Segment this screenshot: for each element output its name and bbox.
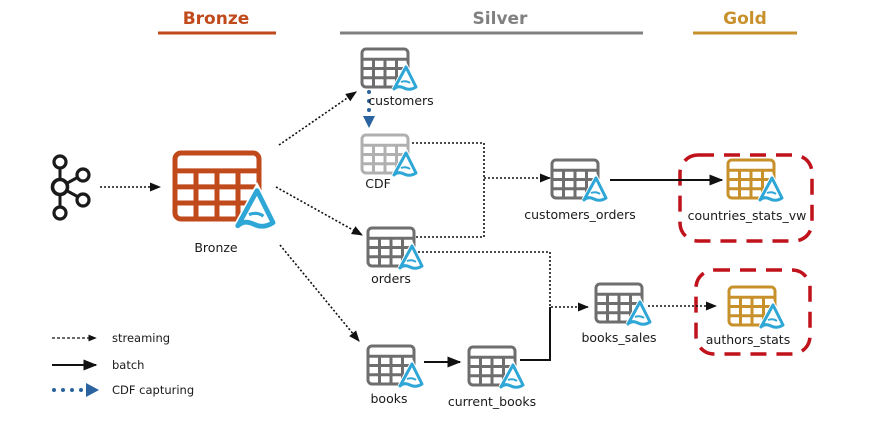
node-label: CDF	[365, 176, 391, 191]
legend: streaming batch CDF capturing	[52, 331, 194, 397]
edge-bronze-books	[279, 244, 360, 342]
edge-bronze-customers	[278, 91, 357, 146]
node-cdf[interactable]: CDF	[360, 133, 420, 191]
table-icon	[360, 47, 410, 89]
node-customers-orders[interactable]: customers_orders	[524, 158, 636, 222]
legend-item-cdf: CDF capturing	[52, 383, 194, 397]
node-current-books[interactable]: current_books	[448, 345, 536, 409]
node-countries-stats-vw[interactable]: countries_stats_vw	[688, 158, 807, 223]
table-icon	[594, 282, 644, 324]
node-label: books	[371, 391, 408, 406]
node-label: Bronze	[194, 240, 238, 255]
legend-label-streaming: streaming	[112, 331, 170, 345]
highlight-box-countries-stats	[678, 153, 814, 243]
edge-bronze-orders	[275, 186, 363, 236]
node-orders[interactable]: orders	[366, 226, 426, 286]
delta-lake-icon	[758, 299, 787, 330]
delta-lake-icon	[391, 61, 420, 92]
edge-cdf-customers-orders	[412, 142, 485, 178]
node-books-sales[interactable]: books_sales	[581, 282, 657, 345]
node-authors-stats[interactable]: authors_stats	[706, 285, 790, 347]
legend-item-batch: batch	[52, 358, 144, 372]
table-icon	[172, 150, 262, 222]
layer-title-silver: Silver	[473, 9, 529, 29]
delta-lake-icon	[391, 147, 420, 178]
table-icon	[366, 344, 416, 386]
node-label: authors_stats	[706, 332, 790, 347]
node-bronze[interactable]: Bronze	[172, 150, 279, 255]
legend-swatch-cdf	[52, 383, 99, 397]
node-label: books_sales	[581, 330, 656, 345]
edge-current-books-books-sales	[520, 307, 551, 361]
delta-lake-icon	[397, 358, 426, 389]
node-label: countries_stats_vw	[688, 208, 807, 223]
layer-header-gold: Gold	[693, 9, 797, 35]
delta-lake-icon	[757, 172, 786, 203]
edge-customers-cdf	[363, 90, 375, 128]
delta-lake-icon	[625, 296, 654, 327]
node-customers[interactable]: customers	[360, 47, 434, 108]
highlight-box-authors-stats	[694, 268, 812, 356]
kafka-icon[interactable]	[50, 154, 91, 221]
layer-header-bronze: Bronze	[158, 9, 276, 35]
legend-label-batch: batch	[112, 358, 144, 372]
node-label: current_books	[448, 394, 536, 409]
edges	[100, 90, 724, 368]
delta-lake-icon	[581, 172, 610, 203]
legend-label-cdf: CDF capturing	[112, 383, 194, 397]
node-label: orders	[371, 271, 411, 286]
node-label: customers	[368, 93, 433, 108]
delta-lake-icon	[498, 359, 527, 390]
node-books[interactable]: books	[366, 344, 426, 406]
layer-title-gold: Gold	[723, 9, 767, 29]
edge-orders-customers-orders	[416, 178, 485, 238]
delta-lake-icon	[234, 181, 279, 231]
table-icon	[366, 226, 416, 268]
delta-lake-icon	[397, 240, 426, 271]
edge-orders-books-sales	[418, 251, 590, 312]
layer-header-silver: Silver	[340, 9, 643, 35]
layer-title-bronze: Bronze	[183, 9, 250, 29]
node-label: customers_orders	[524, 207, 635, 222]
legend-item-streaming: streaming	[52, 331, 170, 345]
